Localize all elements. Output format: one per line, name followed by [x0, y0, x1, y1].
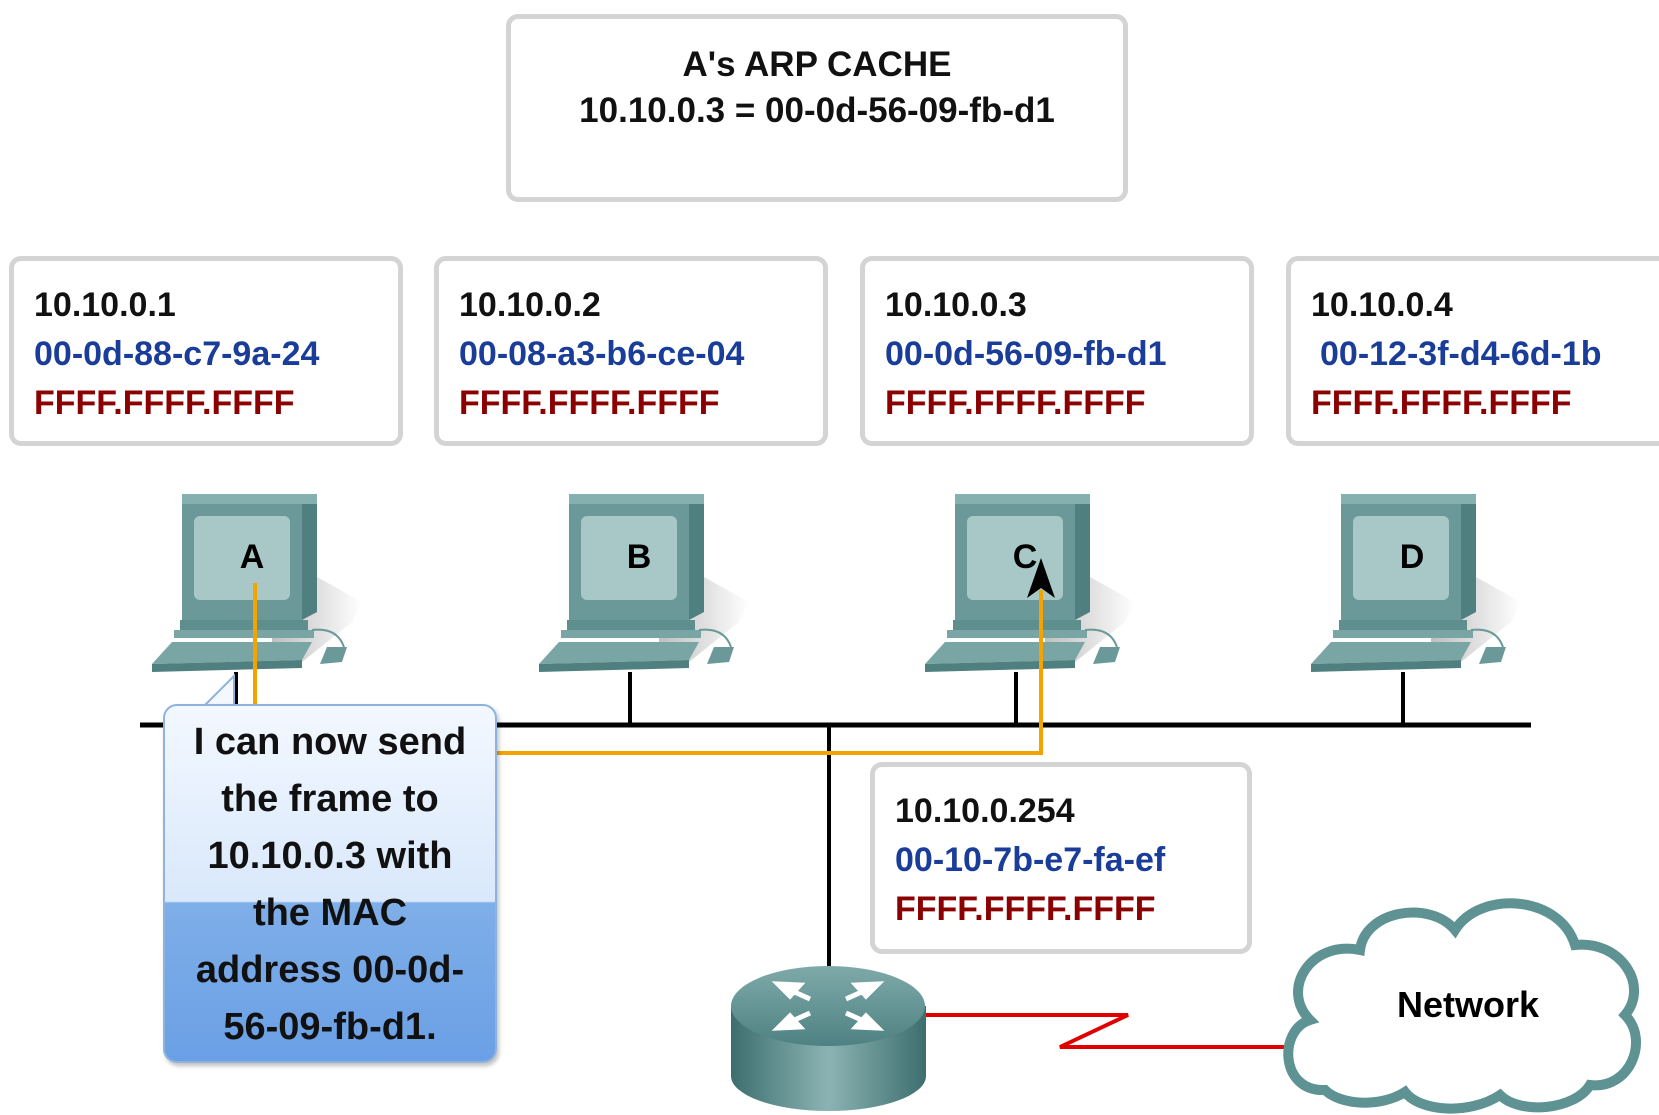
callout-tail [201, 673, 235, 707]
cloud-icon [1283, 898, 1641, 1114]
arrow-head-icon [1027, 558, 1055, 598]
arp-cache-entry: 10.10.0.3 = 00-0d-56-09-fb-d1 [579, 91, 1055, 130]
host-mac: 00-12-3f-d4-6d-1b [1320, 335, 1602, 373]
pc-b-label: B [627, 538, 652, 576]
router-info: 10.10.0.254 00-10-7b-e7-fa-ef FFFF.FFFF.… [870, 762, 1252, 954]
wan-link [926, 1013, 1305, 1049]
host-b-info: 10.10.0.2 00-08-a3-b6-ce-04 FFFF.FFFF.FF… [434, 256, 828, 446]
callout-line: 56-09-fb-d1. [223, 1006, 437, 1048]
arp-cache-title: A's ARP CACHE [682, 45, 952, 84]
callout-line: I can now send [193, 721, 467, 763]
callout-line: address 00-0d- [195, 949, 465, 991]
host-broadcast: FFFF.FFFF.FFFF [1311, 384, 1572, 422]
cloud-label: Network [1397, 984, 1540, 1025]
pc-c-label: C [1013, 538, 1038, 576]
callout-bubble: I can now send the frame to 10.10.0.3 wi… [163, 704, 497, 1063]
router-ip: 10.10.0.254 [895, 792, 1075, 830]
router-mac: 00-10-7b-e7-fa-ef [895, 841, 1166, 879]
host-mac: 00-0d-88-c7-9a-24 [34, 335, 320, 373]
callout-line: the MAC [252, 892, 408, 934]
router-icon [731, 966, 926, 1111]
host-ip: 10.10.0.3 [885, 286, 1027, 324]
host-broadcast: FFFF.FFFF.FFFF [34, 384, 295, 422]
host-a-info: 10.10.0.1 00-0d-88-c7-9a-24 FFFF.FFFF.FF… [9, 256, 403, 446]
host-mac: 00-08-a3-b6-ce-04 [459, 335, 745, 373]
host-mac: 00-0d-56-09-fb-d1 [885, 335, 1167, 373]
pc-c-icon [925, 493, 1136, 673]
host-c-info: 10.10.0.3 00-0d-56-09-fb-d1 FFFF.FFFF.FF… [860, 256, 1254, 446]
host-ip: 10.10.0.4 [1311, 286, 1453, 324]
pc-b-icon [539, 493, 750, 673]
host-broadcast: FFFF.FFFF.FFFF [885, 384, 1146, 422]
host-d-info: 10.10.0.4 00-12-3f-d4-6d-1b FFFF.FFFF.FF… [1286, 256, 1659, 446]
pc-d-icon [1311, 493, 1522, 673]
arp-cache-box: A's ARP CACHE 10.10.0.3 = 00-0d-56-09-fb… [506, 14, 1128, 202]
host-ip: 10.10.0.1 [34, 286, 176, 324]
host-broadcast: FFFF.FFFF.FFFF [459, 384, 720, 422]
router-broadcast: FFFF.FFFF.FFFF [895, 890, 1156, 928]
callout-line: 10.10.0.3 with [207, 835, 453, 877]
frame-path [253, 583, 1043, 755]
host-ip: 10.10.0.2 [459, 286, 601, 324]
callout-line: the frame to [221, 778, 439, 820]
pc-a-label: A [240, 538, 265, 576]
pc-d-label: D [1400, 538, 1425, 576]
